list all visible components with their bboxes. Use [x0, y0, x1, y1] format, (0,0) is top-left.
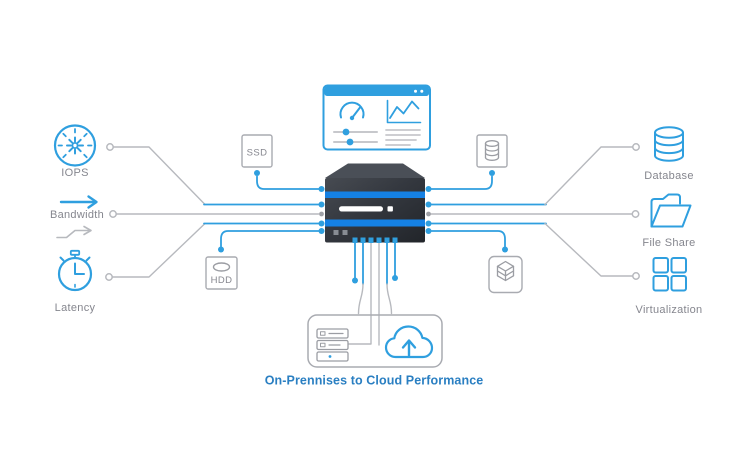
- node-circle-latency: [105, 273, 113, 281]
- upload-arrow-head: [401, 339, 417, 349]
- service-fileshare: File Share: [642, 193, 695, 249]
- stopwatch-icon: [57, 249, 93, 292]
- database-label: Database: [644, 170, 694, 182]
- gauge-widget-icon: [339, 101, 365, 121]
- onprem-cloud-box: [307, 314, 443, 368]
- line-chart-icon: [386, 99, 422, 124]
- slider-1-handle: [342, 128, 350, 136]
- virtualization-label: Virtualization: [636, 304, 703, 316]
- bottom-box-frame: [307, 314, 443, 368]
- dot-server-right-5: [425, 228, 432, 234]
- dot-server-left-1: [318, 186, 325, 192]
- rack-led-dot: [328, 355, 332, 358]
- arrow-right-icon: [59, 195, 98, 209]
- service-virtualization: Virtualization: [636, 257, 703, 316]
- database-mini-icon: [484, 140, 500, 161]
- bandwidth-label: Bandwidth: [50, 209, 104, 221]
- dot-server-right-3: [426, 211, 431, 217]
- file-share-label: File Share: [642, 237, 695, 249]
- dot-ssd: [254, 170, 260, 176]
- dot-bottom-left: [352, 277, 358, 284]
- ssd-box: SSD: [241, 134, 273, 168]
- ssd-label: SSD: [247, 148, 268, 159]
- hdd-box: HDD: [205, 256, 238, 290]
- node-circle-bandwidth: [109, 210, 117, 218]
- dot-server-left-2: [318, 201, 325, 208]
- step-arrow-icon: [56, 225, 92, 239]
- dot-server-right-2: [425, 201, 432, 208]
- node-circle-fileshare: [631, 210, 640, 218]
- server-button: [387, 206, 393, 212]
- window-frame: [322, 84, 431, 151]
- dot-stack: [502, 246, 508, 253]
- window-titlebar: [324, 86, 429, 96]
- connector-virtualization-gray: [544, 222, 634, 277]
- slider-2: [333, 138, 378, 146]
- layer-stack-icon: [496, 260, 515, 282]
- dot-server-right-1: [425, 186, 432, 192]
- node-circle-database: [632, 143, 640, 151]
- dashboard-window-icon: [322, 84, 431, 151]
- connector-bottom-5-gray: [386, 283, 393, 315]
- connector-ssd: [256, 175, 321, 190]
- rack-icon: [316, 328, 349, 362]
- metric-latency: Latency: [55, 249, 96, 314]
- connector-hdd: [220, 230, 321, 248]
- dot-server-right-4: [425, 220, 432, 227]
- dot-bottom-right: [392, 275, 398, 281]
- dot-hdd: [218, 246, 224, 253]
- metric-iops: IOPS: [53, 124, 97, 179]
- database-icon: [654, 126, 684, 162]
- folder-icon: [650, 193, 692, 228]
- window-dot-2: [420, 89, 424, 93]
- cloud-upload-icon: [384, 325, 434, 359]
- connector-iops-gray: [112, 146, 206, 206]
- server-band-top: [325, 191, 425, 198]
- service-database: Database: [644, 126, 694, 182]
- caption: On-Prennises to Cloud Performance: [265, 374, 484, 388]
- server-band-bottom: [325, 219, 425, 227]
- server-port-1: [333, 230, 339, 235]
- slider-1: [333, 128, 378, 136]
- metric-bandwidth: Bandwidth: [50, 195, 104, 239]
- connector-db-mini: [429, 175, 493, 190]
- server-drive-slot: [339, 206, 383, 212]
- dot-server-left-3: [319, 211, 324, 217]
- connector-database-gray: [544, 146, 634, 206]
- dot-db-mini: [489, 170, 495, 176]
- server-port-2: [342, 230, 348, 235]
- storage-stack-box: [488, 255, 523, 294]
- disk-platter-icon: [212, 262, 231, 272]
- hdd-label: HDD: [211, 275, 233, 286]
- gauge-icon: [53, 124, 97, 167]
- slider-2-handle: [346, 138, 354, 146]
- latency-label: Latency: [55, 302, 96, 314]
- dot-server-left-4: [318, 220, 325, 227]
- server-top-face: [325, 163, 425, 178]
- iops-label: IOPS: [61, 167, 89, 179]
- connector-stack: [429, 230, 506, 248]
- node-circle-virtualization: [632, 272, 640, 280]
- connectors: [111, 146, 634, 346]
- grid-icon: [652, 257, 687, 292]
- connector-dots: [105, 143, 640, 284]
- text-lines: [385, 129, 421, 146]
- server-bottom-connectors: [352, 237, 398, 243]
- window-dot-1: [414, 89, 417, 93]
- connector-bottom-2-gray: [357, 283, 364, 315]
- connector-latency-gray: [111, 222, 206, 278]
- dot-server-left-5: [318, 228, 325, 234]
- server-icon: [325, 163, 425, 243]
- node-circle-iops: [106, 143, 114, 151]
- database-mini-box: [476, 134, 508, 168]
